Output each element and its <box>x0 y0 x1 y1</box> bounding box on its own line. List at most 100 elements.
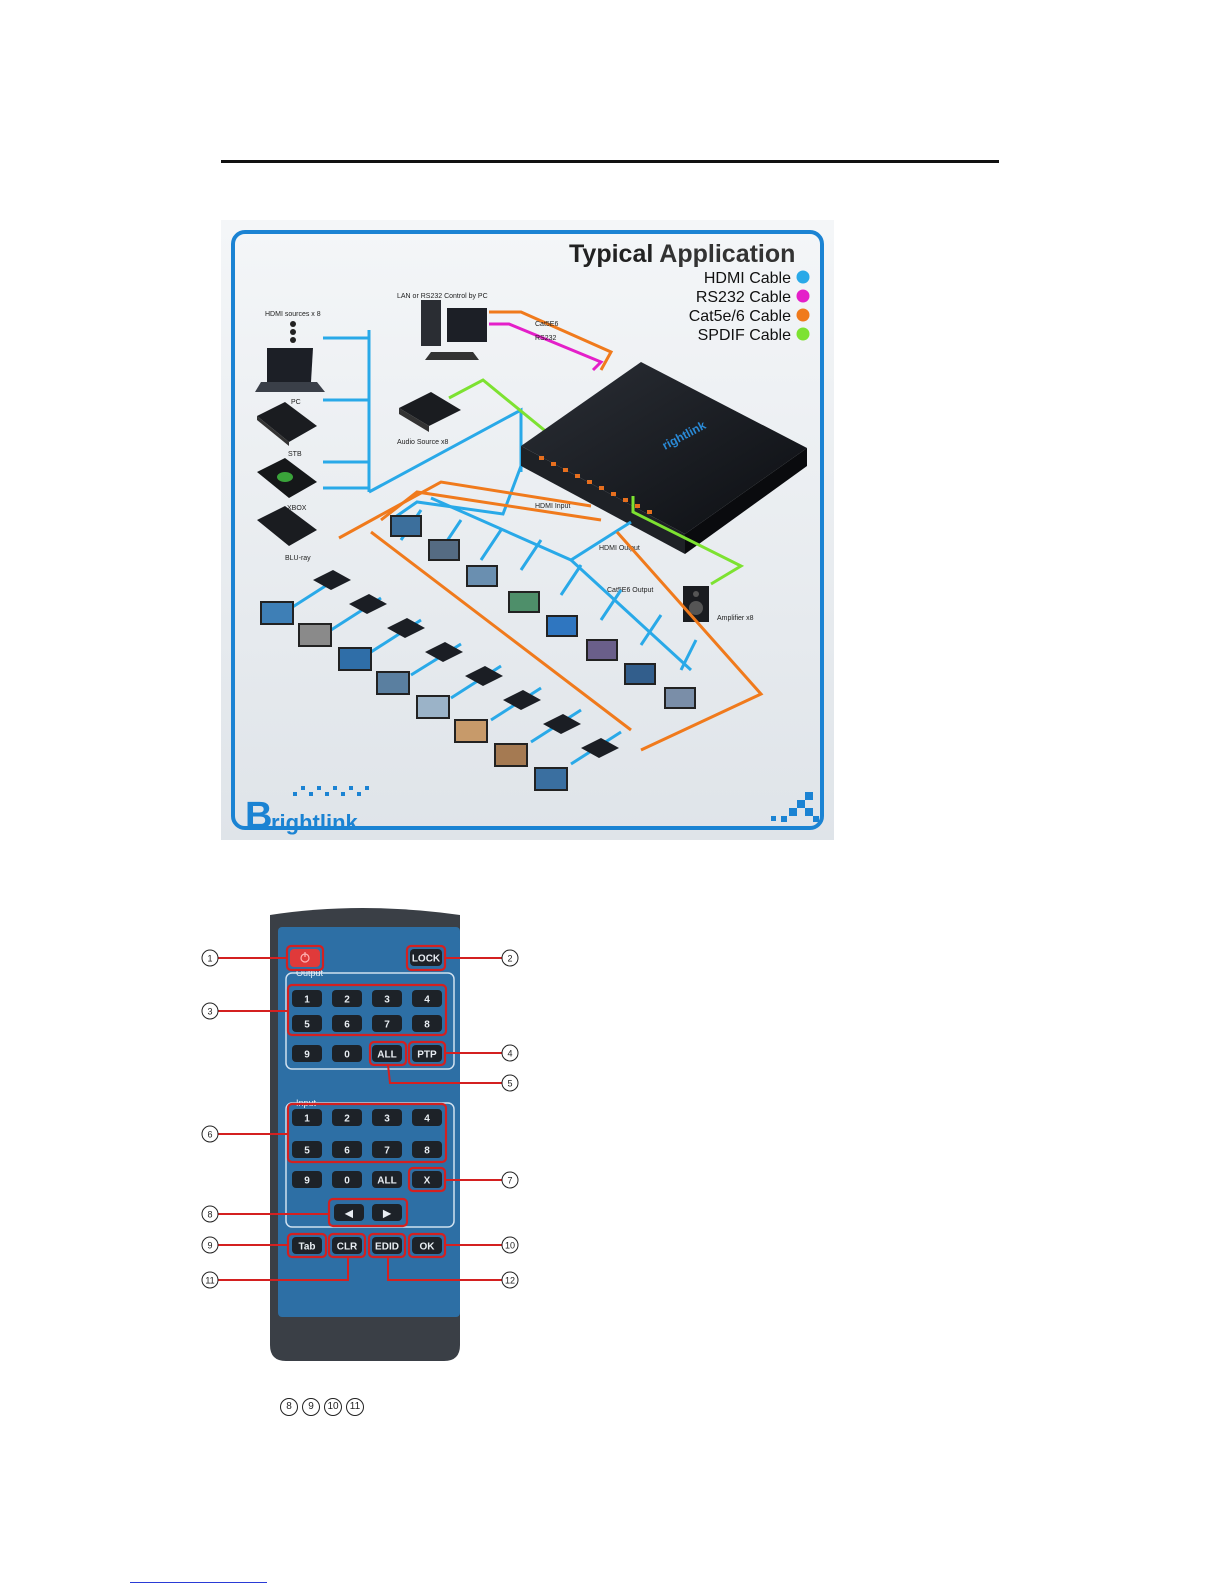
power-button[interactable] <box>290 949 320 967</box>
amplifier-icon <box>683 586 709 622</box>
input-key-x[interactable]: X <box>412 1171 442 1188</box>
output-key-5[interactable]: 5 <box>292 1015 322 1032</box>
receivers <box>313 570 619 758</box>
control-cables <box>489 310 614 372</box>
edid-button[interactable]: EDID <box>372 1237 402 1254</box>
left-arrow-button-label: ◀ <box>344 1209 353 1220</box>
lock-button[interactable]: LOCK <box>410 949 442 966</box>
pc-label: PC <box>291 399 301 406</box>
input-key-4[interactable]: 4 <box>412 1109 442 1126</box>
lan-label: LAN or RS232 Control by PC <box>397 293 488 300</box>
callout-6: 6 <box>201 1125 288 1143</box>
footnote-11: 11 <box>346 1398 364 1416</box>
input-key-5[interactable]: 5 <box>292 1141 322 1158</box>
input-key-8[interactable]: 8 <box>412 1141 442 1158</box>
legend-spdif-dot <box>796 327 810 341</box>
input-key-1-label: 1 <box>304 1114 310 1125</box>
brand-initial: B <box>245 795 272 837</box>
power-icon <box>300 952 310 963</box>
ok-button-label: OK <box>420 1242 436 1253</box>
output-key-1[interactable]: 1 <box>292 990 322 1007</box>
input-key-6[interactable]: 6 <box>332 1141 362 1158</box>
output-key-6[interactable]: 6 <box>332 1015 362 1032</box>
callout-4: 4 <box>445 1044 519 1062</box>
svg-text:3: 3 <box>207 1007 212 1017</box>
input-key-3[interactable]: 3 <box>372 1109 402 1126</box>
corner-pixels <box>771 792 819 822</box>
xbox-label: XBOX <box>287 505 307 512</box>
control-pc-icon <box>421 300 487 360</box>
input-key-all[interactable]: ALL <box>372 1171 402 1188</box>
amplifier-label: Amplifier x8 <box>717 615 754 622</box>
xbox-icon <box>257 458 317 498</box>
output-key-7-label: 7 <box>384 1020 390 1031</box>
footnote-9: 9 <box>302 1398 320 1416</box>
input-key-x-label: X <box>424 1176 431 1187</box>
tv-row-upper <box>390 515 696 709</box>
input-key-3-label: 3 <box>384 1114 390 1125</box>
output-key-4[interactable]: 4 <box>412 990 442 1007</box>
output-key-3-label: 3 <box>384 995 390 1006</box>
spdif-out-cable <box>631 496 745 586</box>
svg-text:5: 5 <box>507 1079 512 1089</box>
clr-button[interactable]: CLR <box>332 1237 362 1254</box>
tab-button[interactable]: Tab <box>292 1237 322 1254</box>
input-key-7[interactable]: 7 <box>372 1141 402 1158</box>
cable-legend: HDMI Cable RS232 Cable Cat5e/6 Cable SPD… <box>689 270 810 344</box>
output-label: Output <box>296 968 324 978</box>
output-key-3[interactable]: 3 <box>372 990 402 1007</box>
svg-text:7: 7 <box>507 1176 512 1186</box>
brightlink-logo: B rightlink <box>245 786 369 837</box>
input-key-7-label: 7 <box>384 1146 390 1157</box>
callout-11: 11 <box>201 1257 349 1289</box>
svg-text:11: 11 <box>205 1276 214 1286</box>
audio-source-icon <box>399 392 461 432</box>
right-arrow-button[interactable]: ▶ <box>372 1204 402 1221</box>
input-key-0-label: 0 <box>344 1176 350 1187</box>
cat5e6-output-label: Cat5E6 Output <box>607 587 653 594</box>
input-key-1[interactable]: 1 <box>292 1109 322 1126</box>
legend-cat-dot <box>796 308 810 322</box>
legend-cat: Cat5e/6 Cable <box>689 308 791 325</box>
left-arrow-button[interactable]: ◀ <box>334 1204 364 1221</box>
ok-button[interactable]: OK <box>412 1237 442 1254</box>
callout-7: 7 <box>445 1171 519 1189</box>
callout-1: 1 <box>201 949 287 967</box>
cat5e6-label: Cat5E6 <box>535 321 558 328</box>
input-key-6-label: 6 <box>344 1146 350 1157</box>
input-key-0[interactable]: 0 <box>332 1171 362 1188</box>
svg-text:10: 10 <box>505 1241 515 1251</box>
footer-link-rule <box>130 1582 267 1583</box>
output-key-2[interactable]: 2 <box>332 990 362 1007</box>
brand-name: rightlink <box>271 810 359 835</box>
callout-9: 9 <box>201 1236 288 1254</box>
output-key-7[interactable]: 7 <box>372 1015 402 1032</box>
legend-spdif: SPDIF Cable <box>698 327 791 344</box>
output-key-all-label: ALL <box>377 1050 396 1061</box>
output-key-2-label: 2 <box>344 995 350 1006</box>
input-key-9[interactable]: 9 <box>292 1171 322 1188</box>
callout-8: 8 <box>201 1205 329 1223</box>
input-key-2[interactable]: 2 <box>332 1109 362 1126</box>
output-key-0[interactable]: 0 <box>332 1045 362 1062</box>
svg-text:1: 1 <box>207 954 212 964</box>
output-key-8[interactable]: 8 <box>412 1015 442 1032</box>
output-key-all[interactable]: ALL <box>372 1045 402 1062</box>
edid-button-label: EDID <box>375 1242 399 1253</box>
svg-text:6: 6 <box>207 1130 212 1140</box>
output-key-ptp[interactable]: PTP <box>412 1045 442 1062</box>
input-key-all-label: ALL <box>377 1176 396 1187</box>
legend-hdmi: HDMI Cable <box>704 270 791 287</box>
callout-3: 3 <box>201 1002 288 1020</box>
output-key-9[interactable]: 9 <box>292 1045 322 1062</box>
callout-5: 5 <box>387 1064 519 1092</box>
output-key-8-label: 8 <box>424 1020 430 1031</box>
output-panel <box>285 972 455 1070</box>
footnote-10: 10 <box>324 1398 342 1416</box>
output-key-1-label: 1 <box>304 995 310 1006</box>
matrix-switch: rightlink <box>521 362 807 554</box>
clr-button-label: CLR <box>337 1242 358 1253</box>
